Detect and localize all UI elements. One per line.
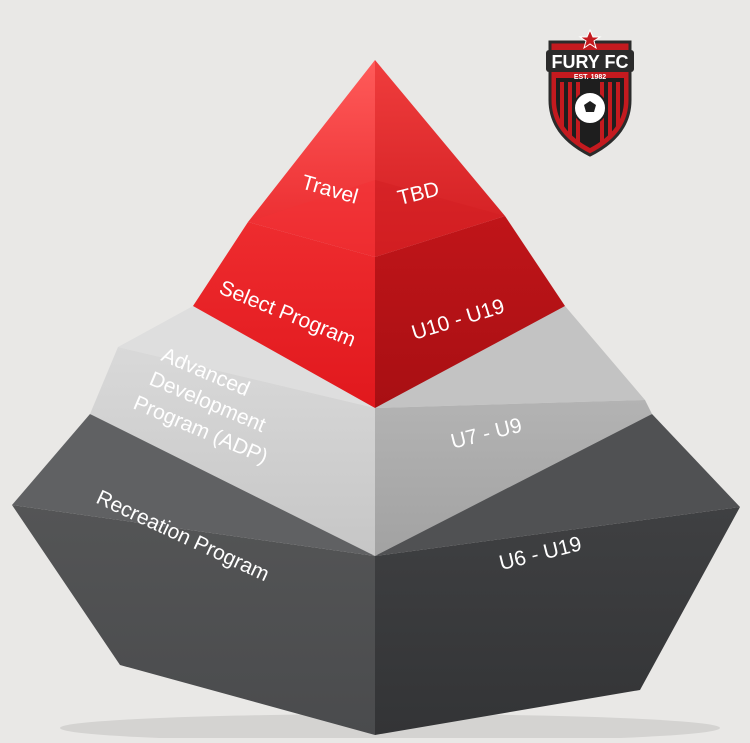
tier-travel	[248, 60, 505, 257]
tier-travel-bevel-right	[375, 180, 505, 257]
tier-adp-top-edge-left	[118, 306, 375, 408]
tier-recreation-top-edge-left	[12, 414, 375, 556]
tier-select	[193, 216, 565, 408]
tier-adp	[90, 306, 652, 556]
tier-recreation-face-left	[12, 505, 375, 735]
tier-recreation-top-edge-right	[375, 414, 740, 556]
tier-select-face-right	[375, 216, 565, 408]
crest-name-banner	[546, 50, 634, 72]
tier-adp-top-edge-right	[375, 306, 645, 408]
tier-travel-bevel-left	[248, 180, 375, 257]
tier-select-face-left	[193, 222, 375, 408]
soccer-ball-patch	[584, 101, 596, 112]
crest-star-icon	[578, 28, 602, 50]
logo-established: EST. 1982	[574, 74, 606, 81]
tier-recreation-face-right	[375, 507, 740, 735]
tier-adp-face-left	[90, 347, 375, 556]
tier-adp-face-right	[375, 400, 652, 556]
fury-fc-logo: FURY FC EST. 1982	[546, 28, 634, 157]
tier-recreation	[12, 414, 740, 735]
logo-name: FURY FC	[551, 52, 628, 72]
